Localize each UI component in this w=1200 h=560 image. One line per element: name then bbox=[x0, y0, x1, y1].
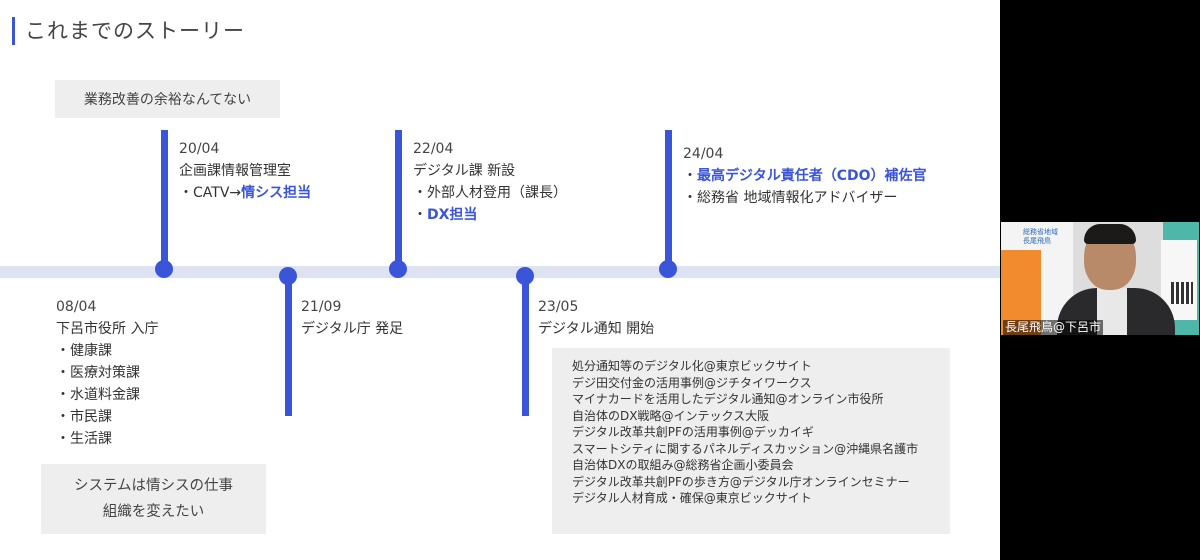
dot-2109 bbox=[279, 267, 297, 285]
event-2305: 23/05 デジタル通知 開始 bbox=[538, 296, 654, 340]
event-line: ・最高デジタル責任者（CDO）補佐官 bbox=[683, 165, 927, 187]
stem-2305 bbox=[522, 276, 529, 416]
webcam-video[interactable]: 総務省地域 長尾飛鳥 bbox=[1001, 222, 1199, 335]
event-line: ・生活課 bbox=[56, 431, 112, 447]
stem-2109 bbox=[285, 276, 292, 416]
presentation-slide: これまでのストーリー 業務改善の余裕なんてない 20/04 企画課情報管理室 ・… bbox=[0, 0, 1000, 560]
bottom-note-line: システムは情シスの仕事 bbox=[73, 478, 234, 494]
event-line: デジタル通知 開始 bbox=[538, 321, 655, 337]
event-date: 23/05 bbox=[538, 299, 579, 315]
talks-list: 処分通知等のデジタル化@東京ビックサイト デジ田交付金の活用事例@ジチタイワーク… bbox=[552, 348, 950, 534]
list-item: マイナカードを活用したデジタル通知@オンライン市役所 bbox=[572, 392, 884, 406]
event-date: 21/09 bbox=[301, 299, 342, 315]
list-item: 処分通知等のデジタル化@東京ビックサイト bbox=[572, 359, 812, 373]
dot-2204 bbox=[389, 260, 407, 278]
top-note-text: 業務改善の余裕なんてない bbox=[83, 92, 252, 108]
slide-title: これまでのストーリー bbox=[25, 19, 245, 43]
banner-logo-line: 総務省地域 bbox=[1023, 228, 1058, 236]
timeline-bar bbox=[0, 266, 1000, 278]
event-highlight: 情シス担当 bbox=[241, 185, 312, 201]
banner-logo: 総務省地域 長尾飛鳥 bbox=[1023, 228, 1058, 246]
stem-2204 bbox=[395, 130, 402, 268]
qr-code-icon bbox=[1171, 282, 1193, 304]
list-item: デジタル改革共創PFの歩き方@デジタル庁オンラインセミナー bbox=[572, 474, 910, 489]
event-line: ・外部人材登用（課長） bbox=[413, 185, 567, 201]
person-hair bbox=[1084, 224, 1136, 244]
event-line: ・水道料金課 bbox=[56, 387, 140, 403]
event-2109: 21/09 デジタル庁 発足 bbox=[301, 296, 403, 340]
dot-2305 bbox=[516, 267, 534, 285]
event-date: 20/04 bbox=[179, 141, 220, 157]
event-line: 企画課情報管理室 bbox=[179, 163, 291, 179]
event-prefix: ・ bbox=[413, 207, 427, 223]
participant-name-label: 長尾飛鳥@下呂市 bbox=[1003, 320, 1104, 335]
bottom-note-box: システムは情シスの仕事 組織を変えたい bbox=[41, 464, 266, 534]
dot-2004 bbox=[155, 260, 173, 278]
event-prefix: ・ bbox=[683, 168, 697, 184]
stem-2404 bbox=[665, 130, 672, 268]
event-0804: 08/04 下呂市役所 入庁 ・健康課 ・医療対策課 ・水道料金課 ・市民課 ・… bbox=[56, 296, 158, 450]
event-2204: 22/04 デジタル課 新設 ・外部人材登用（課長） ・DX担当 bbox=[413, 138, 567, 226]
list-item: スマートシティに関するパネルディスカッション@沖縄県名護市 bbox=[572, 441, 919, 456]
list-item: デジタル人材育成・確保@東京ビックサイト bbox=[572, 491, 812, 505]
event-date: 24/04 bbox=[683, 146, 724, 162]
event-highlight: DX担当 bbox=[427, 207, 478, 223]
title-accent-bar bbox=[12, 17, 15, 45]
dot-2404 bbox=[659, 260, 677, 278]
event-line: ・DX担当 bbox=[413, 204, 567, 226]
event-2004: 20/04 企画課情報管理室 ・CATV→情シス担当 bbox=[179, 138, 311, 204]
event-date: 22/04 bbox=[413, 141, 454, 157]
event-highlight: 最高デジタル責任者（CDO）補佐官 bbox=[697, 168, 927, 184]
list-item: デジタル改革共創PFの活用事例@デッカイギ bbox=[572, 425, 814, 439]
event-line: デジタル課 新設 bbox=[413, 163, 516, 179]
list-item: デジ田交付金の活用事例@ジチタイワークス bbox=[572, 375, 812, 390]
list-item: 自治体のDX戦略@インテックス大阪 bbox=[572, 408, 770, 423]
event-line: ・健康課 bbox=[56, 343, 112, 359]
event-line: ・総務省 地域情報化アドバイザー bbox=[683, 190, 898, 206]
event-line: デジタル庁 発足 bbox=[301, 321, 404, 337]
event-line: ・CATV→情シス担当 bbox=[179, 182, 311, 204]
event-line: ・市民課 bbox=[56, 409, 112, 425]
top-note-box: 業務改善の余裕なんてない bbox=[55, 80, 280, 118]
event-prefix: ・CATV→ bbox=[179, 185, 242, 201]
list-item: 自治体DXの取組み@総務省企画小委員会 bbox=[572, 458, 794, 472]
event-2404: 24/04 ・最高デジタル責任者（CDO）補佐官 ・総務省 地域情報化アドバイザ… bbox=[683, 143, 927, 209]
event-line: 下呂市役所 入庁 bbox=[56, 321, 159, 337]
banner-logo-line: 長尾飛鳥 bbox=[1023, 237, 1051, 245]
bottom-note-line: 組織を変えたい bbox=[102, 504, 205, 520]
stem-2004 bbox=[161, 130, 168, 268]
event-date: 08/04 bbox=[56, 299, 97, 315]
event-line: ・医療対策課 bbox=[56, 365, 140, 381]
